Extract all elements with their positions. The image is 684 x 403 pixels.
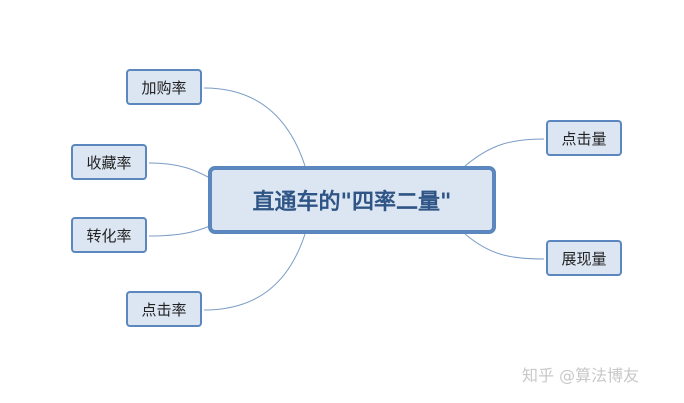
node-favorite-rate[interactable]: 收藏率 [71,144,147,180]
link-zhanxian [464,233,545,260]
link-shoucang [148,162,211,179]
node-impressions[interactable]: 展现量 [546,240,622,276]
link-zhuanhua [148,225,211,237]
node-conversion-rate[interactable]: 转化率 [71,217,147,253]
watermark: 知乎 @算法博友 [522,366,640,385]
node-click-rate[interactable]: 点击率 [126,291,202,327]
central-topic[interactable]: 直通车的"四率二量" [208,166,496,234]
link-dianjiliang [464,138,545,167]
link-jiagou [203,87,306,167]
link-dianjilv [203,233,306,311]
node-clicks[interactable]: 点击量 [546,120,622,156]
node-add-to-cart-rate[interactable]: 加购率 [126,69,202,105]
